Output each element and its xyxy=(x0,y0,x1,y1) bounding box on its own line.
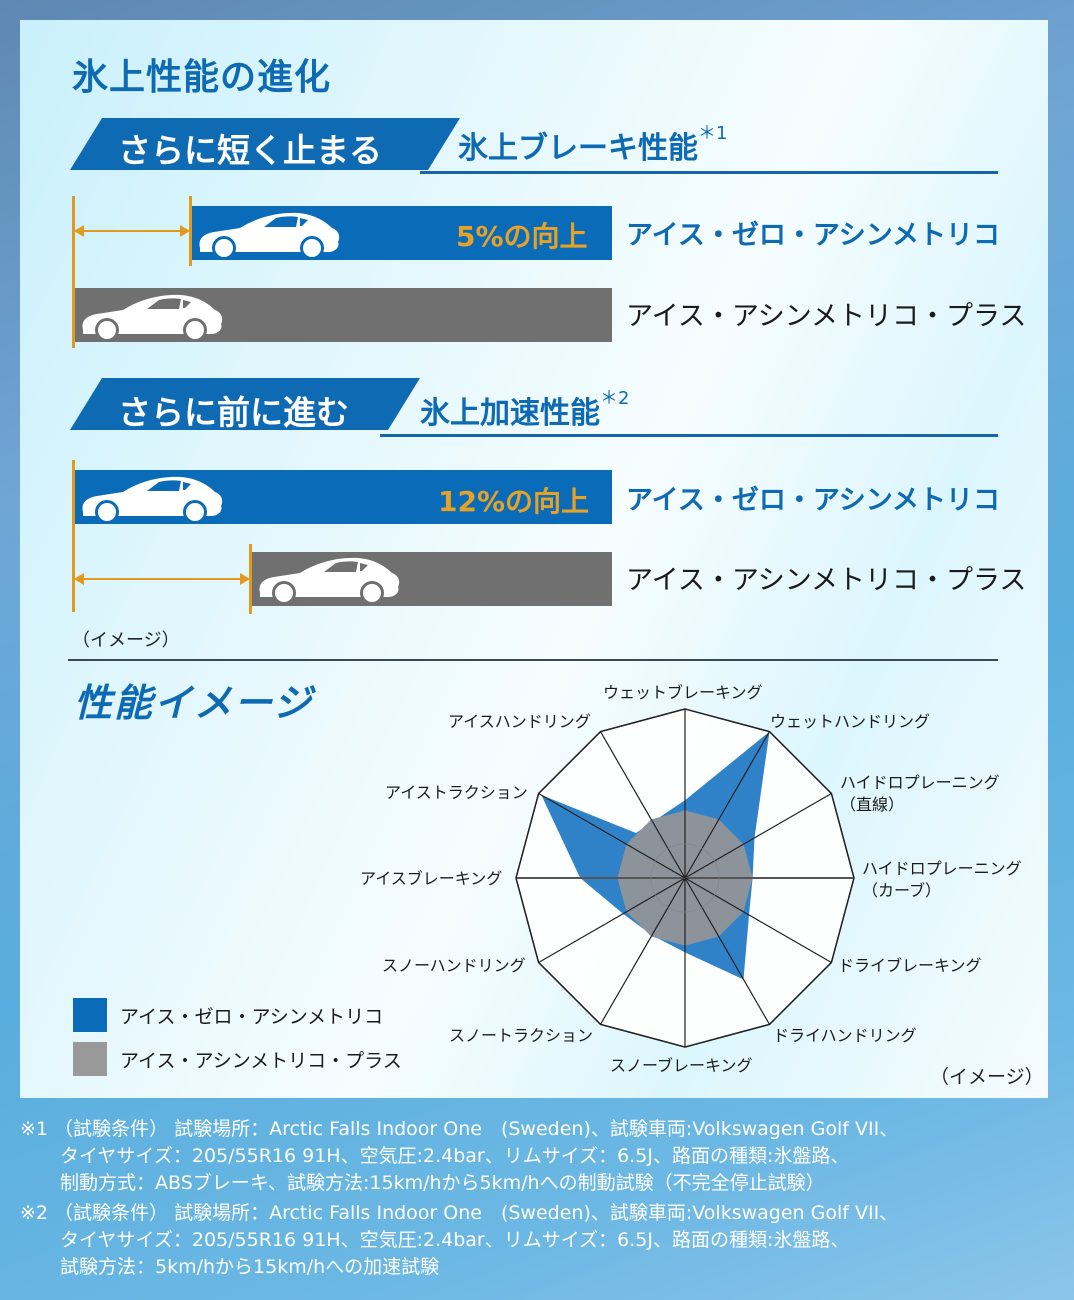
axis-label-hydro-curve: ハイドロプレーニング （カーブ） xyxy=(862,858,1022,902)
axis-label-snow-handling: スノーハンドリング xyxy=(382,956,526,975)
legend-swatch-ice-zero xyxy=(73,998,107,1032)
subhead-text: 氷上ブレーキ性能 xyxy=(458,131,698,166)
footnote-line: タイヤサイズ：205/55R16 91H、空気圧:2.4bar、リムサイズ：6.… xyxy=(60,1229,850,1251)
legend-label: アイス・アシンメトリコ・プラス xyxy=(120,1050,402,1072)
legend-swatch-ice-plus xyxy=(73,1042,107,1076)
axis-label-ice-handling: アイスハンドリング xyxy=(448,712,591,731)
footnote-ref: ＊1 xyxy=(698,123,728,144)
axis-label-dry-handling: ドライハンドリング xyxy=(773,1026,917,1045)
footnote-ref: ＊2 xyxy=(600,388,630,409)
label-line: （直線） xyxy=(840,795,905,814)
axis-label-hydro-straight: ハイドロプレーニング （直線） xyxy=(840,772,1000,816)
footnote-line: 試験方法：5km/hから15km/hへの加速試験 xyxy=(60,1256,440,1278)
subhead-text: 氷上加速性能 xyxy=(420,396,600,431)
stop-line xyxy=(189,196,192,266)
section-subhead: 氷上ブレーキ性能＊1 xyxy=(458,123,727,167)
product-label: アイス・アシンメトリコ・プラス xyxy=(626,301,1027,332)
section-banner xyxy=(70,378,420,430)
chart-image-note: （イメージ） xyxy=(930,1066,1044,1088)
axis-label-ice-braking: アイスブレーキング xyxy=(360,869,503,888)
section-divider xyxy=(68,659,998,661)
start-line xyxy=(72,460,75,612)
axis-label-snow-traction: スノートラクション xyxy=(449,1026,594,1045)
page-title: 氷上性能の進化 xyxy=(72,57,332,98)
radar-chart xyxy=(515,708,855,1048)
stop-line xyxy=(249,544,252,614)
radar-spokes xyxy=(516,709,854,1047)
section-subhead: 氷上加速性能＊2 xyxy=(420,388,629,432)
banner-text: さらに前に進む xyxy=(118,393,349,432)
axis-label-wet-braking: ウェットブレーキング xyxy=(603,683,763,702)
footnote-1: ※1 （試験条件） 試験場所：Arctic Falls Indoor One (… xyxy=(20,1116,898,1197)
label-line: （カーブ） xyxy=(862,881,942,900)
axis-label-wet-handling: ウェットハンドリング xyxy=(770,712,931,731)
section-banner xyxy=(70,118,460,170)
start-line xyxy=(72,196,75,348)
axis-label-dry-braking: ドライブレーキング xyxy=(838,956,982,975)
difference-arrow xyxy=(74,573,250,585)
performance-title: 性能イメージ xyxy=(74,681,314,725)
product-label: アイス・ゼロ・アシンメトリコ xyxy=(626,220,1000,251)
section-rule xyxy=(380,434,998,437)
image-note: （イメージ） xyxy=(72,630,180,651)
label-line: ハイドロプレーニング xyxy=(840,773,1000,792)
radar-inner-rings xyxy=(650,843,720,913)
section-rule xyxy=(420,171,998,174)
footnote-line: ※2 （試験条件） 試験場所：Arctic Falls Indoor One (… xyxy=(20,1202,899,1224)
footnote-2: ※2 （試験条件） 試験場所：Arctic Falls Indoor One (… xyxy=(20,1200,898,1281)
improvement-label: 12%の向上 xyxy=(438,485,590,518)
label-line: ハイドロプレーニング xyxy=(862,859,1022,878)
footnote-line: ※1 （試験条件） 試験場所：Arctic Falls Indoor One (… xyxy=(20,1118,899,1140)
product-label: アイス・アシンメトリコ・プラス xyxy=(626,565,1027,596)
axis-label-snow-braking: スノーブレーキング xyxy=(610,1056,753,1075)
legend-label: アイス・ゼロ・アシンメトリコ xyxy=(120,1006,384,1028)
axis-label-ice-traction: アイストラクション xyxy=(385,783,528,802)
difference-arrow xyxy=(74,225,190,237)
product-label: アイス・ゼロ・アシンメトリコ xyxy=(626,485,1000,516)
footnote-line: タイヤサイズ：205/55R16 91H、空気圧:2.4bar、リムサイズ：6.… xyxy=(60,1145,850,1167)
footnote-line: 制動方式：ABSブレーキ、試験方法:15km/hから5km/hへの制動試験（不完… xyxy=(60,1172,825,1194)
improvement-label: 5%の向上 xyxy=(456,220,588,253)
banner-text: さらに短く止まる xyxy=(118,131,382,170)
